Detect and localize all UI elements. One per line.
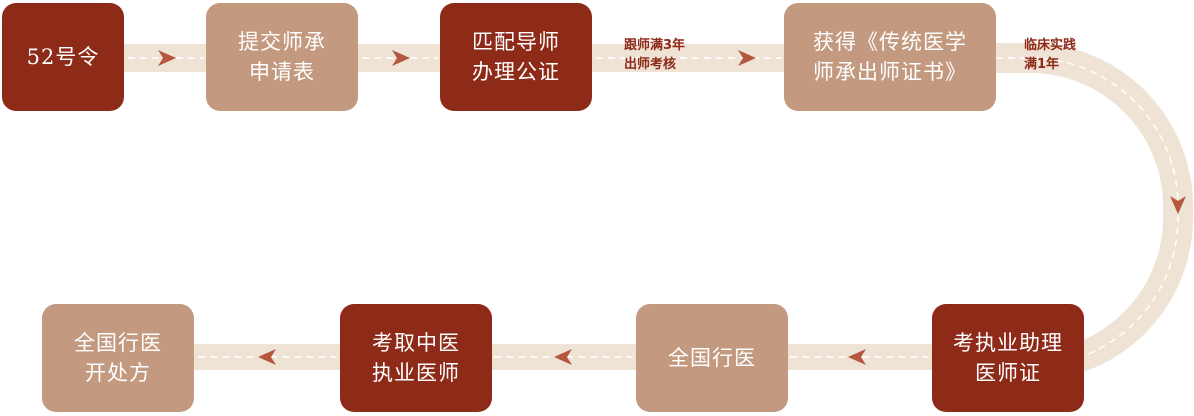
step-prescribe-line1: 全国行医 xyxy=(74,331,162,355)
step-cert-line2: 师承出师证书》 xyxy=(813,60,967,84)
note-clinical-line2: 满1年 xyxy=(1024,57,1060,72)
arrow-left-icon xyxy=(258,349,276,365)
arrow-right-icon xyxy=(158,50,176,66)
connector-3 xyxy=(592,44,786,72)
note-mentorship-line1: 跟师满3年 xyxy=(624,38,686,53)
step-physician-line1: 考取中医 xyxy=(372,331,460,355)
step-assistant-line1: 考执业助理 xyxy=(953,331,1063,355)
step-assistant-exam: 考执业助理 医师证 xyxy=(932,304,1084,412)
step-assistant-line2: 医师证 xyxy=(975,361,1041,385)
step-national-practice-label: 全国行医 xyxy=(668,346,756,370)
arrow-down-icon xyxy=(1170,196,1186,214)
arrow-left-icon xyxy=(554,349,572,365)
step-match-line2: 办理公证 xyxy=(472,60,560,84)
connector-4 xyxy=(786,344,934,370)
step-submit-line1: 提交师承 xyxy=(238,30,326,54)
step-cert-line1: 获得《传统医学 xyxy=(813,30,967,54)
connector-1 xyxy=(124,44,208,72)
step-obtain-certificate: 获得《传统医学 师承出师证书》 xyxy=(784,3,996,111)
step-order-52: 52号令 xyxy=(2,3,124,111)
arrow-right-icon xyxy=(738,50,756,66)
step-match-line1: 匹配导师 xyxy=(472,30,560,54)
step-order-52-label: 52号令 xyxy=(26,45,100,69)
step-submit-application: 提交师承 申请表 xyxy=(206,3,358,111)
step-physician-line2: 执业医师 xyxy=(372,361,460,385)
arrow-left-icon xyxy=(848,349,866,365)
arrow-right-icon xyxy=(392,50,410,66)
step-physician-exam: 考取中医 执业医师 xyxy=(340,304,492,412)
step-prescribe: 全国行医 开处方 xyxy=(42,304,194,412)
step-prescribe-line2: 开处方 xyxy=(85,361,151,385)
step-submit-line2: 申请表 xyxy=(249,60,315,84)
connector-2 xyxy=(358,44,442,72)
connector-5 xyxy=(490,344,638,370)
connector-6 xyxy=(194,344,342,370)
note-clinical-line1: 临床实践 xyxy=(1024,38,1077,53)
note-mentorship: 跟师满3年 出师考核 xyxy=(624,36,685,74)
note-mentorship-line2: 出师考核 xyxy=(624,57,677,72)
step-match-mentor: 匹配导师 办理公证 xyxy=(440,3,592,111)
note-clinical: 临床实践 满1年 xyxy=(1024,36,1076,74)
connector-curve xyxy=(996,43,1193,381)
step-national-practice: 全国行医 xyxy=(636,304,788,412)
